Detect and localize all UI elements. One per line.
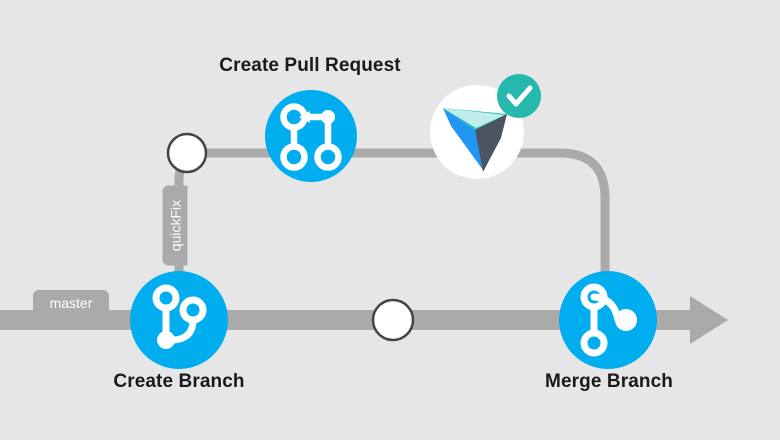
node-create-branch[interactable] (130, 271, 228, 369)
master-line-arrowhead (690, 296, 728, 344)
create-pull-request-circle[interactable] (265, 90, 357, 182)
visual-studio-team-services-logo-icon (443, 108, 507, 172)
commit-marker-master[interactable] (371, 298, 415, 342)
pull-request-icon (280, 103, 342, 171)
check-badge-icon (497, 74, 541, 118)
node-create-pull-request[interactable] (265, 90, 357, 182)
commit-marker-quickfix[interactable] (166, 132, 208, 174)
node-label-create-branch: Create Branch (113, 371, 245, 392)
branch-tag-master[interactable]: master (33, 290, 109, 316)
merge-branch-icon (580, 283, 637, 357)
merge-branch-circle[interactable] (559, 271, 657, 369)
create-branch-circle[interactable] (130, 271, 228, 369)
node-build-validation[interactable] (430, 74, 541, 179)
quickfix-branch-line (174, 148, 610, 325)
node-merge-branch[interactable] (559, 271, 657, 369)
node-label-merge-branch: Merge Branch (545, 371, 673, 392)
node-label-create-pull-request: Create Pull Request (219, 55, 401, 76)
create-branch-icon (152, 284, 207, 349)
branch-tag-quickfix[interactable]: quickFix (162, 185, 188, 266)
